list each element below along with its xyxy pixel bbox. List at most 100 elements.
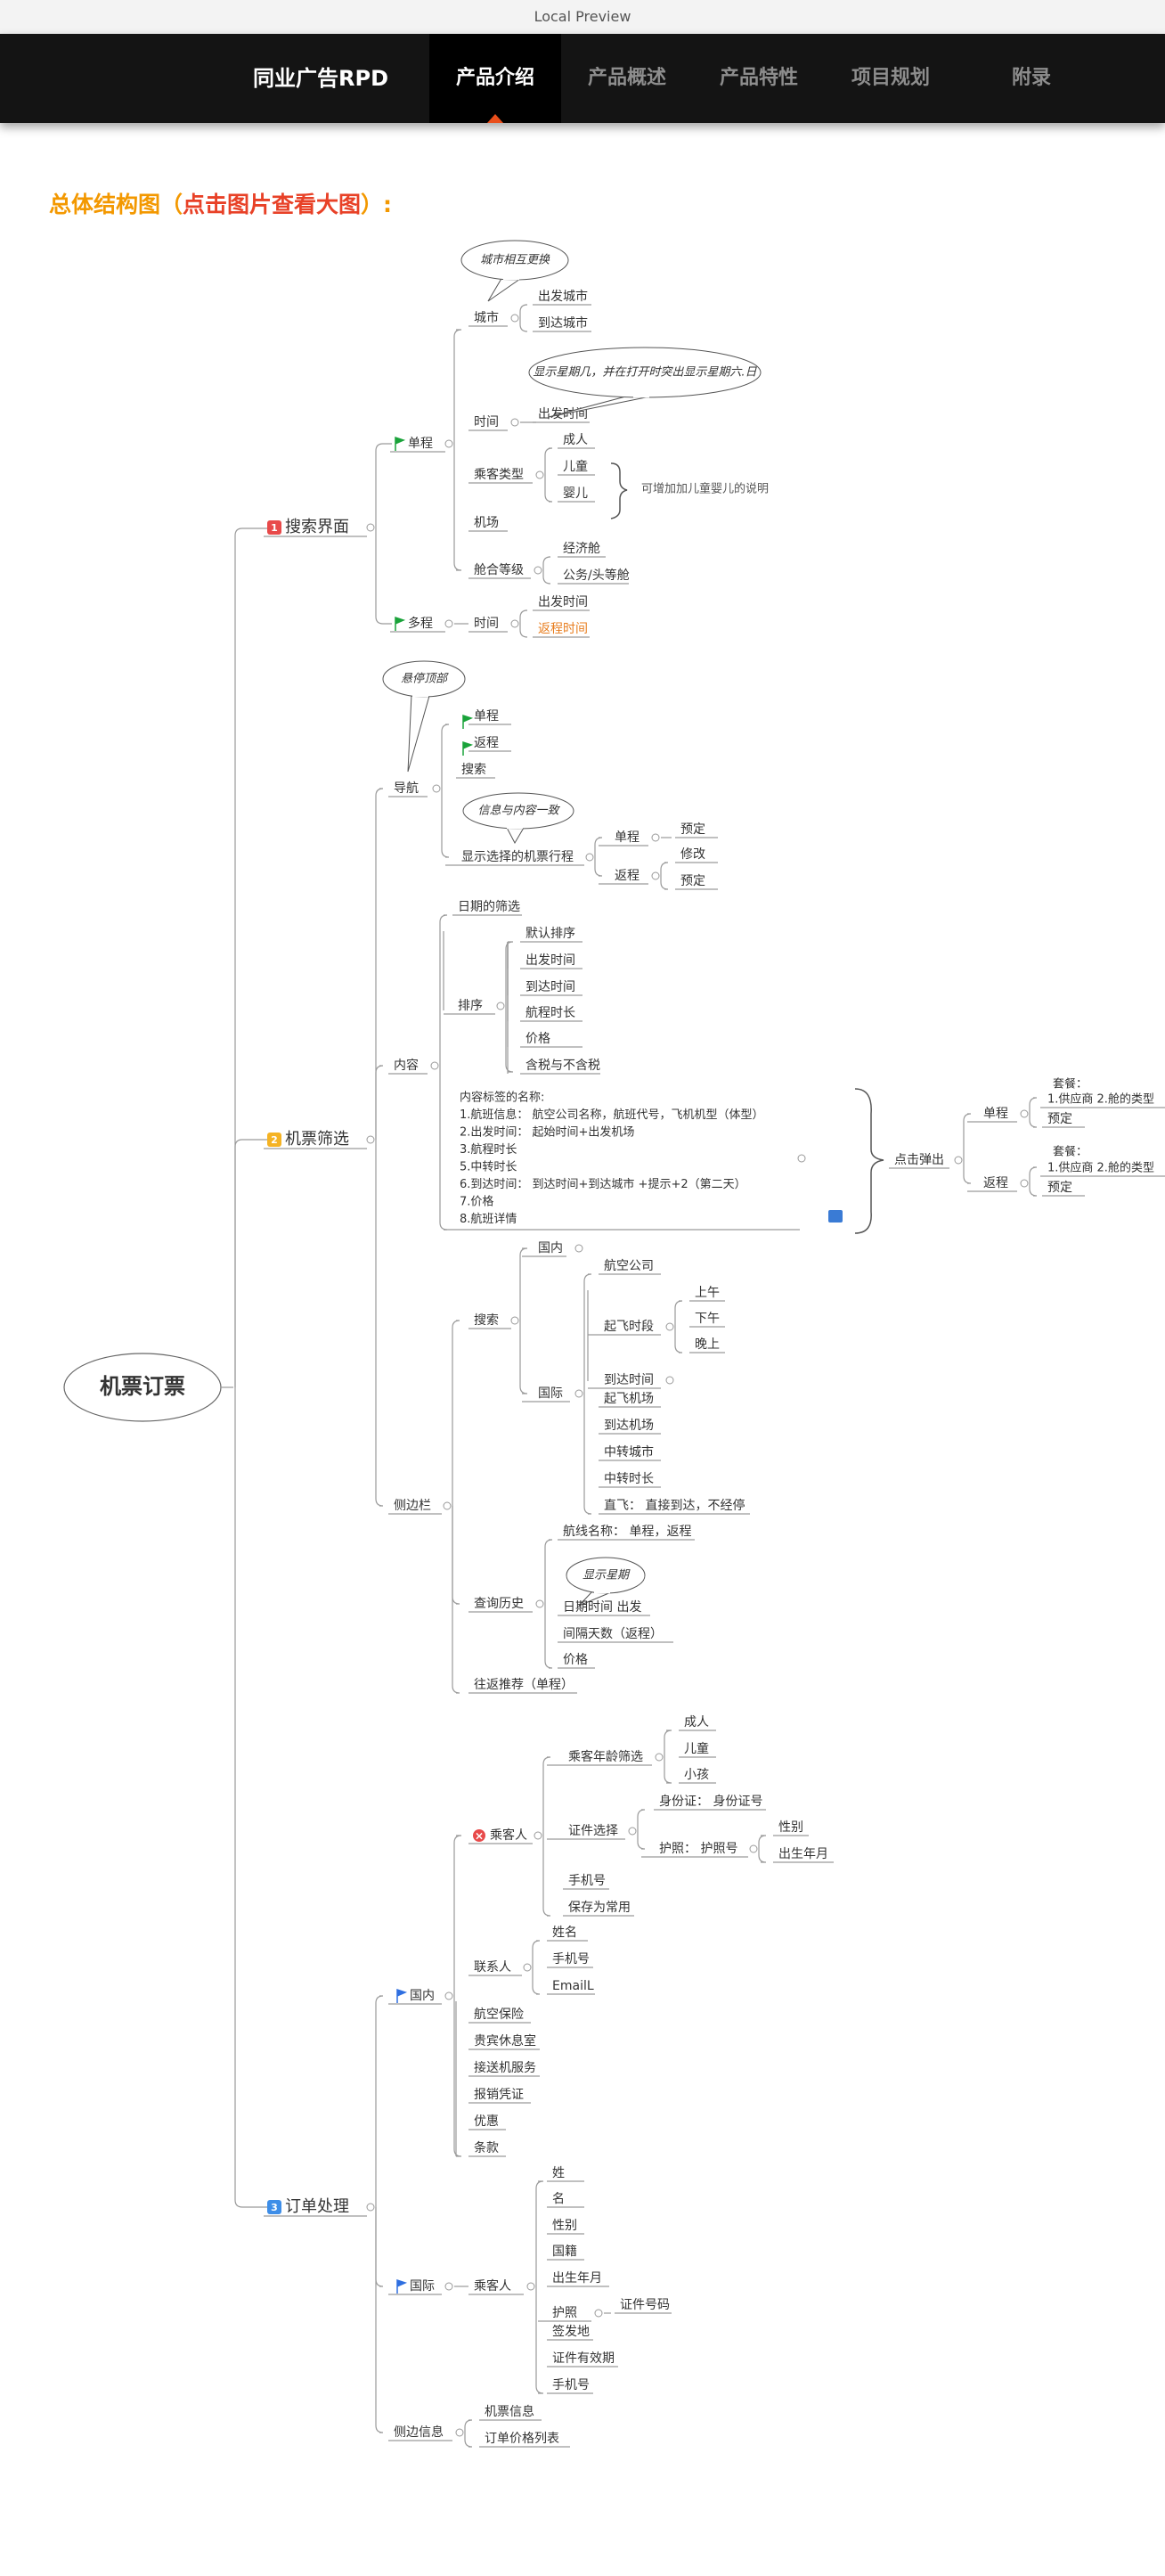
connector-curve — [674, 1327, 683, 1353]
collapse-toggle-icon — [665, 1376, 674, 1385]
nav-tab-label: 产品介绍 — [455, 67, 534, 89]
root-label: 机票订票 — [100, 1374, 185, 1399]
node-show-selected: 显示选择的机票行程 — [461, 850, 574, 864]
connector-curve — [375, 527, 392, 625]
node-phone: 手机号 — [568, 1874, 606, 1888]
node-nav: 导航 — [394, 781, 419, 796]
mindmap-diagram[interactable]: 机票订票1搜索界面单程城市出发城市到达城市城市相互更换时间出发时间显示星期几，并… — [0, 223, 1165, 2576]
node-child: 儿童 — [563, 459, 588, 474]
node-afternoon: 下午 — [695, 1312, 720, 1326]
connector-curve — [674, 1300, 683, 1327]
root-branch-filter — [234, 1139, 267, 1387]
brand-title[interactable]: 同业广告RPD — [253, 66, 388, 91]
callout-tail — [407, 693, 430, 773]
node-supplier: 1.供应商 2.舱的类型 — [1047, 1092, 1154, 1107]
node-infant: 婴儿 — [563, 487, 588, 501]
connector-curve — [519, 624, 528, 638]
connector-curve — [452, 1506, 460, 1694]
connector-curve — [439, 1066, 448, 1231]
node-tag-line: 5.中转时长 — [460, 1161, 517, 1174]
connector-curve — [542, 1836, 551, 1917]
node-sidebar: 侧边栏 — [394, 1499, 431, 1513]
node-intl-field: 性别 — [552, 2219, 577, 2233]
node-intl-field: 签发地 — [552, 2324, 590, 2339]
view-large-image-link[interactable]: 点击图片查看大图 — [183, 192, 362, 217]
node-age-child: 儿童 — [684, 1741, 709, 1756]
node-tag-line: 3.航程时长 — [460, 1142, 517, 1157]
callout-text: 信息与内容一致 — [477, 804, 560, 818]
node-tag-line: 1.航班信息： 航空公司名称，航班代号，飞机机型（体型） — [460, 1108, 764, 1122]
node-age-filter: 乘客年龄筛选 — [568, 1749, 643, 1764]
connector-curve — [375, 1140, 384, 1507]
nav-tab-product-intro[interactable]: 产品介绍 — [429, 34, 561, 123]
connector-curve — [375, 1065, 384, 1140]
node-tag-line: 7.价格 — [460, 1195, 493, 1209]
connector-curve — [452, 1506, 460, 1605]
active-caret-icon — [487, 114, 503, 123]
node-airport: 机场 — [474, 516, 499, 530]
connector-curve — [505, 1006, 514, 1073]
connector-curve — [1029, 1097, 1038, 1114]
collapse-toggle-icon — [366, 1135, 375, 1144]
node-transfer-city: 中转城市 — [604, 1444, 654, 1460]
node-age-adult: 成人 — [684, 1715, 709, 1730]
node-depart-city: 出发城市 — [538, 289, 588, 304]
connector-curve — [532, 1967, 541, 1995]
curly-brace — [610, 462, 628, 519]
cancel-icon — [473, 1829, 485, 1842]
connector-curve — [664, 1730, 672, 1757]
node-price-list: 订单价格列表 — [485, 2432, 559, 2446]
node-time: 时间 — [474, 415, 499, 429]
node-cert-number: 证件号码 — [620, 2298, 670, 2312]
node-domestic: 国内 — [538, 1241, 563, 1255]
collapse-toggle-icon — [366, 2203, 375, 2212]
node-sort: 排序 — [458, 999, 483, 1013]
connector-curve — [453, 1835, 462, 1996]
collapse-toggle-icon — [574, 1244, 583, 1253]
connector-curve — [519, 1247, 528, 1321]
connector-curve — [583, 1273, 592, 1394]
connector-curve — [453, 444, 462, 571]
node-tag-line: 6.到达时间： 到达时间+到达城市 +提示+2（第二天） — [460, 1177, 746, 1191]
node-order-intl: 国际 — [410, 2279, 435, 2294]
node-contact: 联系人 — [474, 1960, 511, 1975]
connector-curve — [505, 941, 514, 1006]
connector-curve — [963, 1160, 972, 1184]
nav-tab-project-plan[interactable]: 项目规划 — [851, 67, 930, 89]
node-return-time: 返程时间 — [538, 622, 588, 636]
callout-tail — [487, 276, 521, 302]
nav-tab-product-overview[interactable]: 产品概述 — [587, 67, 666, 89]
node-side-info: 侧边信息 — [394, 2425, 444, 2440]
connector-curve — [542, 1756, 551, 1836]
collapse-toggle-icon — [443, 1501, 452, 1510]
note-attachment-icon — [828, 1210, 843, 1223]
node-contact-name: 姓名 — [552, 1926, 577, 1940]
node-interval-days: 间隔天数（返程） — [563, 1627, 663, 1641]
curly-brace — [854, 1088, 884, 1234]
collapse-toggle-icon — [432, 784, 441, 793]
section-title: 总体结构图（点击图片查看大图）: — [49, 187, 392, 219]
connector-curve — [1029, 1183, 1038, 1197]
connector-curve — [544, 1539, 553, 1604]
connector-curve — [660, 876, 669, 890]
node-package: 套餐： — [1053, 1145, 1088, 1159]
collapse-toggle-icon — [574, 1389, 583, 1398]
collapse-toggle-icon — [1020, 1179, 1029, 1188]
node-ticket-info: 机票信息 — [485, 2404, 534, 2419]
node-evening: 晚上 — [695, 1337, 720, 1352]
connector-curve — [519, 609, 528, 624]
node-sort-option: 到达时间 — [525, 980, 575, 994]
collapse-toggle-icon — [628, 1827, 637, 1836]
nav-tab-appendix[interactable]: 附录 — [1011, 67, 1051, 89]
section-title-suffix: ）: — [361, 192, 393, 217]
nav-tab-product-features[interactable]: 产品特性 — [719, 67, 798, 89]
flag-green-icon — [395, 616, 406, 631]
connector-curve — [464, 2433, 473, 2448]
priority-badge-number: 1 — [271, 522, 278, 534]
connector-curve — [375, 2207, 384, 2287]
node-sel-oneway: 单程 — [615, 830, 640, 845]
node-direct-flight: 直飞： 直接到达，不经停 — [604, 1498, 745, 1513]
collapse-toggle-icon — [954, 1156, 963, 1165]
node-passenger: 乘客人 — [490, 1828, 527, 1843]
collapse-toggle-icon — [510, 619, 519, 628]
